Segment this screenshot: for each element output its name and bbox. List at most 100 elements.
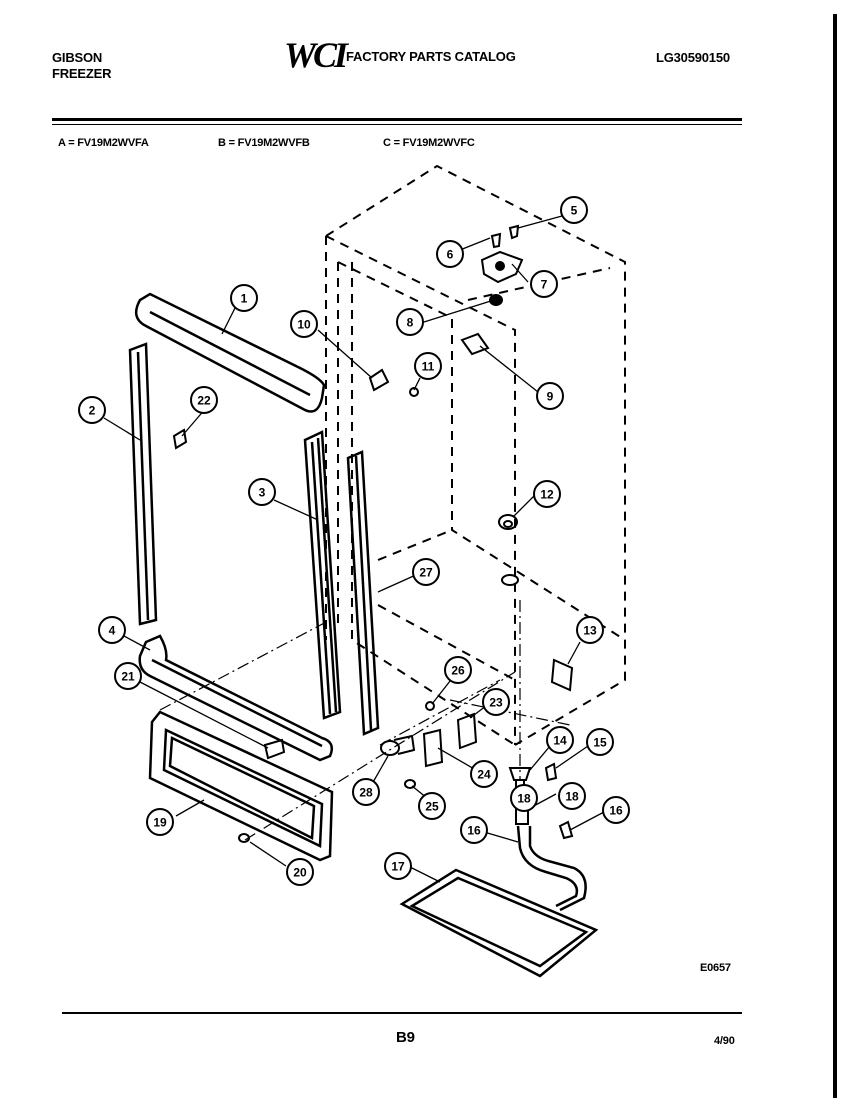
callout-16: 16 [602,796,630,824]
callout-18: 18 [558,782,586,810]
callout-18: 18 [510,784,538,812]
callout-1: 1 [230,284,258,312]
part-25-screw [404,779,416,789]
part-12-grommet [498,514,518,530]
wci-logo: WCI [284,35,348,75]
callout-label: 21 [121,670,135,684]
callout-19: 19 [146,808,174,836]
model-a: A = FV19M2WVFA [58,137,149,149]
callout-label: 24 [477,768,491,782]
callout-27: 27 [412,558,440,586]
part-27-strip [346,450,380,736]
part-11-screw [409,387,419,397]
part-16-clip-a [544,762,558,782]
catalog-number: LG30590150 [656,50,730,65]
part-21-bracket [263,738,286,760]
callout-label: 15 [593,736,607,750]
callout-label: 27 [419,566,433,580]
part-5-screw [508,224,520,240]
drawing-code: E0657 [700,962,731,974]
callout-17: 17 [384,852,412,880]
callout-label: 10 [297,318,311,332]
callout-label: 25 [425,800,439,814]
callout-5: 5 [560,196,588,224]
part-8-knob [489,294,503,306]
callout-15: 15 [586,728,614,756]
cabinet-outline [325,164,626,746]
callout-20: 20 [286,858,314,886]
callout-label: 5 [571,204,578,218]
callout-label: 16 [609,804,623,818]
callout-14: 14 [546,726,574,754]
right-border [833,14,837,1098]
part-26-screw [425,701,435,711]
part-24-bracket [422,728,444,768]
callout-label: 19 [153,816,167,830]
callout-24: 24 [470,760,498,788]
callout-21: 21 [114,662,142,690]
callout-8: 8 [396,308,424,336]
part-16-clip-b [558,820,574,840]
callout-9: 9 [536,382,564,410]
part-6-screw [490,232,502,249]
callout-label: 1 [241,292,248,306]
callout-label: 18 [517,792,531,806]
callout-22: 22 [190,386,218,414]
callout-label: 20 [293,866,307,880]
callout-label: 22 [197,394,211,408]
print-date: 4/90 [714,1035,735,1047]
callout-13: 13 [576,616,604,644]
catalog-title: FACTORY PARTS CATALOG [346,49,516,64]
callout-label: 11 [422,360,435,374]
callout-4: 4 [98,616,126,644]
product-type: FREEZER [52,66,112,81]
callout-26: 26 [444,656,472,684]
callout-label: 26 [451,664,465,678]
washer [501,574,519,586]
callout-28: 28 [352,778,380,806]
callout-label: 7 [541,278,548,292]
part-17-drain-pan [399,868,599,978]
part-23-bracket [456,712,478,750]
model-b: B = FV19M2WVFB [218,137,310,149]
callout-label: 13 [583,624,597,638]
callout-label: 16 [467,824,481,838]
callout-label: 3 [259,486,266,500]
callout-label: 18 [565,790,579,804]
part-4-bottom-gasket [138,634,333,762]
callout-10: 10 [290,310,318,338]
header-rule-thin [52,124,742,125]
part-19-kickplate [148,710,334,862]
model-c: C = FV19M2WVFC [383,137,475,149]
footer-rule [62,1012,742,1014]
callout-label: 9 [547,390,554,404]
page-number: B9 [396,1029,415,1046]
callout-label: 2 [89,404,96,418]
callout-label: 6 [447,248,454,262]
header-rule [52,118,742,121]
part-15-drain-tube [516,825,587,912]
part-20-screw [238,833,250,843]
callout-16: 16 [460,816,488,844]
brand-name: GIBSON [52,50,103,65]
callout-label: 17 [391,860,405,874]
callout-label: 12 [540,488,554,502]
part-9-bracket [460,332,490,356]
callout-6: 6 [436,240,464,268]
callout-3: 3 [248,478,276,506]
callout-label: 14 [553,734,567,748]
part-1-top-gasket [134,292,326,413]
part-13-bracket [550,658,574,692]
part-7-thermostat [480,250,524,284]
callout-2: 2 [78,396,106,424]
leader-lines [103,215,605,883]
part-28-roller [380,734,416,756]
part-10-bracket [368,368,390,392]
callout-label: 23 [489,696,503,710]
callout-25: 25 [418,792,446,820]
callout-label: 8 [407,316,414,330]
callout-23: 23 [482,688,510,716]
callout-7: 7 [530,270,558,298]
